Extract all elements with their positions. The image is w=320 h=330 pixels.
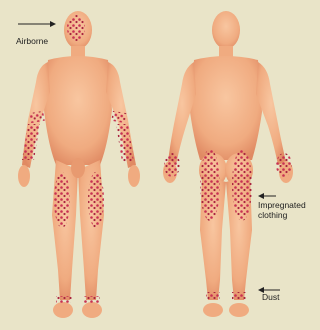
front-hand-right <box>18 165 30 187</box>
rash-back-thigh-left <box>200 149 220 221</box>
rash-thigh-right <box>54 172 70 228</box>
label-impregnated-line2: clothing <box>258 210 306 220</box>
rash-back-thigh-right <box>232 149 252 221</box>
rash-ankle-left <box>84 296 100 303</box>
rash-back-ankle-left <box>206 292 220 300</box>
label-airborne: Airborne <box>16 36 48 46</box>
front-hand-left <box>128 165 140 187</box>
label-dust: Dust <box>262 292 279 302</box>
label-impregnated-clothing: Impregnated clothing <box>258 200 306 220</box>
rash-back-hand-left <box>164 153 180 177</box>
rash-back-ankle-right <box>232 292 246 300</box>
label-impregnated-line1: Impregnated <box>258 200 306 210</box>
rash-face <box>67 15 85 41</box>
arrow-airborne <box>18 21 56 27</box>
front-foot-left <box>82 302 102 318</box>
front-figure <box>18 11 140 318</box>
back-foot-left <box>203 303 223 317</box>
back-torso <box>190 56 262 160</box>
front-torso <box>44 56 112 165</box>
rash-forearm-right <box>22 124 40 160</box>
back-figure <box>163 11 293 317</box>
rash-back-hand-right <box>276 153 292 177</box>
rash-thigh-left <box>88 172 104 228</box>
rash-ankle-right <box>56 296 72 303</box>
back-foot-right <box>229 303 249 317</box>
back-head <box>212 11 240 49</box>
front-foot-right <box>53 302 73 318</box>
arrow-impregnated <box>258 193 276 199</box>
front-groin <box>71 158 85 178</box>
